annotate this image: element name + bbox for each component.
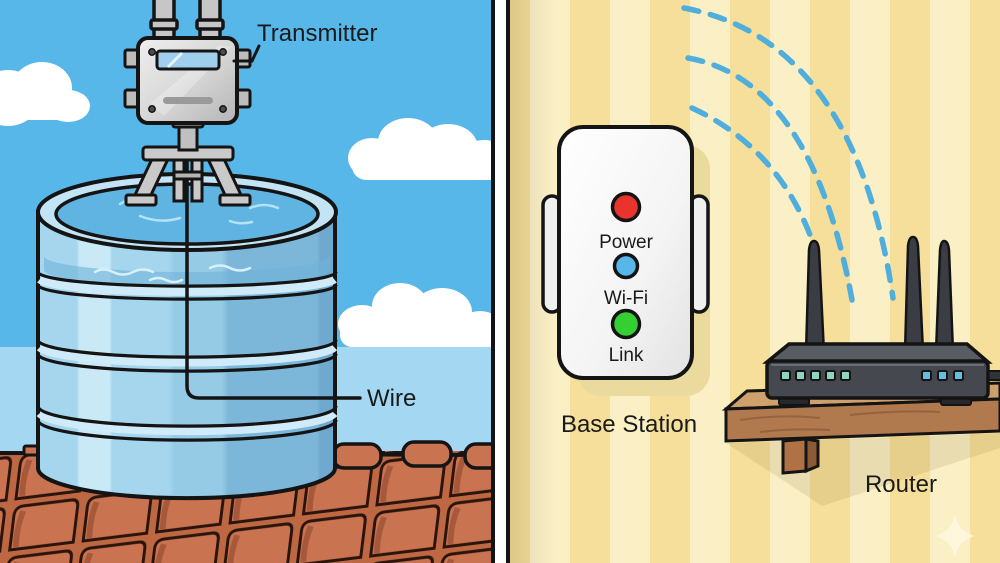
wifi-led (612, 252, 640, 280)
router-led (795, 370, 806, 381)
transmitter-vent (163, 97, 213, 104)
wifi-signal-arcs (681, 5, 896, 303)
link-led (610, 308, 642, 340)
transmitter (123, 0, 252, 125)
router-antenna (934, 239, 955, 354)
router-led (825, 370, 836, 381)
wifi-arc (681, 5, 896, 301)
panel-divider (491, 0, 510, 563)
router (762, 235, 1000, 406)
left-panel: Transmitter Wire (0, 0, 491, 563)
base-station-label: Base Station (561, 411, 697, 438)
sensor-wire (185, 156, 362, 400)
transmitter-antenna (195, 0, 225, 42)
shelf-front (724, 397, 1000, 443)
transmitter-antenna (149, 0, 179, 42)
router-front (765, 359, 990, 400)
router-led-group-left (780, 370, 851, 381)
screen-glare (166, 51, 184, 69)
water-ripples (93, 264, 252, 284)
water-level (44, 256, 330, 286)
router-label: Router (865, 471, 937, 498)
transmitter-leader-line (232, 44, 261, 63)
tank-stand (124, 145, 252, 207)
cloud (0, 62, 90, 126)
router-led (937, 370, 948, 381)
tank-rib (36, 405, 338, 442)
wifi-arc (685, 55, 855, 303)
wifi-arc (689, 105, 815, 243)
router-led (921, 370, 932, 381)
wood-grain (739, 410, 941, 433)
router-antenna (804, 239, 826, 355)
transmitter-screws (148, 48, 227, 113)
wifi-led-label: Wi-Fi (604, 288, 648, 309)
transmitter-screen (155, 49, 221, 71)
roof-ridge-caps (331, 440, 491, 470)
cloud (348, 118, 491, 180)
wire-label: Wire (367, 385, 416, 412)
link-led-label: Link (609, 345, 644, 366)
router-antenna (903, 235, 925, 354)
transmitter-label: Transmitter (257, 20, 377, 47)
right-panel: Power Wi-Fi Link Base Station (510, 0, 1000, 563)
router-led (840, 370, 851, 381)
power-led-label: Power (599, 232, 654, 253)
router-led-group-right (921, 370, 964, 381)
shelf-bracket (781, 437, 820, 475)
sparkle-icon (936, 514, 974, 558)
base-station: Power Wi-Fi Link (541, 125, 710, 396)
cloud (338, 283, 491, 347)
power-led (610, 191, 642, 223)
router-led (953, 370, 964, 381)
base-station-body (557, 125, 694, 380)
router-led (780, 370, 791, 381)
router-led (810, 370, 821, 381)
